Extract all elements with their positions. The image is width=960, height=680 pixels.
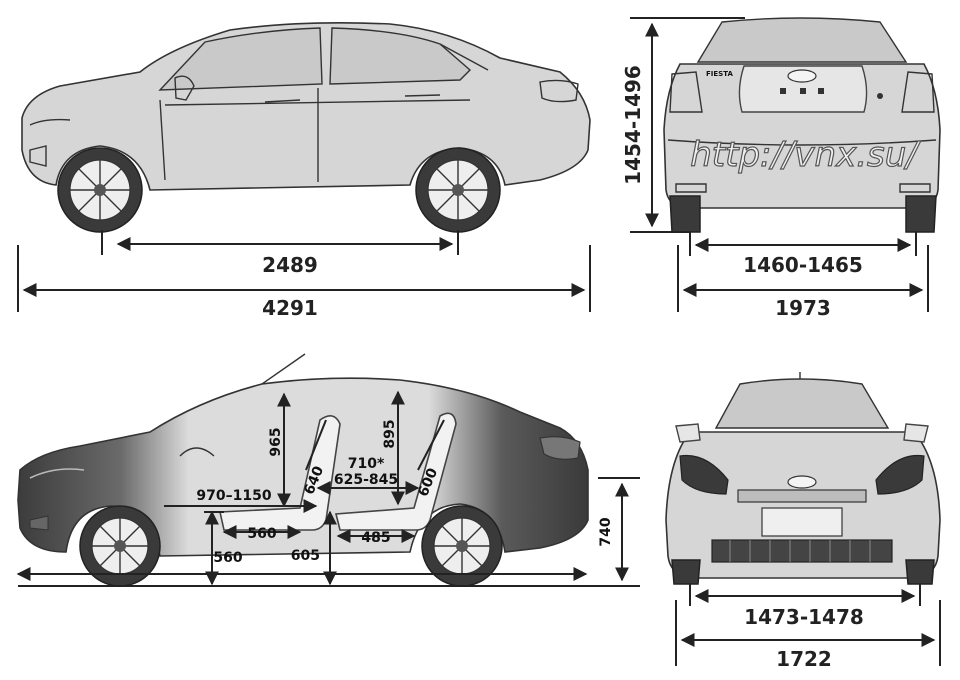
body-width-label: 1722 [776,647,832,671]
front-track-label: 1473-1478 [744,605,864,629]
interior-dimensions [16,390,640,587]
height-label: 1454-1496 [621,65,645,185]
wheelbase-label: 2489 [262,253,318,277]
rear-track-label: 1460-1465 [743,253,863,277]
side-view-dimensions [17,230,591,312]
license-plate [761,507,843,537]
rear-view-car [663,17,941,233]
front-view-dimensions [675,584,941,666]
rear-seat-height-label: 605 [291,548,320,564]
front-seat-height-label: 560 [213,550,242,566]
rear-legroom-star-label: 710* [348,456,385,472]
front-view-car [665,372,941,585]
front-cushion-label: 560 [247,526,276,542]
length-label: 4291 [262,296,318,320]
front-ford-logo-icon [787,475,817,489]
ford-logo-icon [787,69,817,83]
rear-headroom-label: 895 [382,419,398,448]
front-legroom-label: 970–1150 [196,488,271,504]
rear-legroom-label: 625-845 [334,472,398,488]
sill-height-label: 740 [598,517,614,546]
mirror-width-label: 1973 [775,296,831,320]
front-headroom-label: 965 [268,427,284,456]
trunk-badge: FIESTA [706,70,733,78]
rear-cushion-label: 485 [361,530,390,546]
side-view-car [21,22,591,233]
watermark-text: http://vnx.su/ [690,135,921,175]
rear-view-dimensions [630,17,929,312]
